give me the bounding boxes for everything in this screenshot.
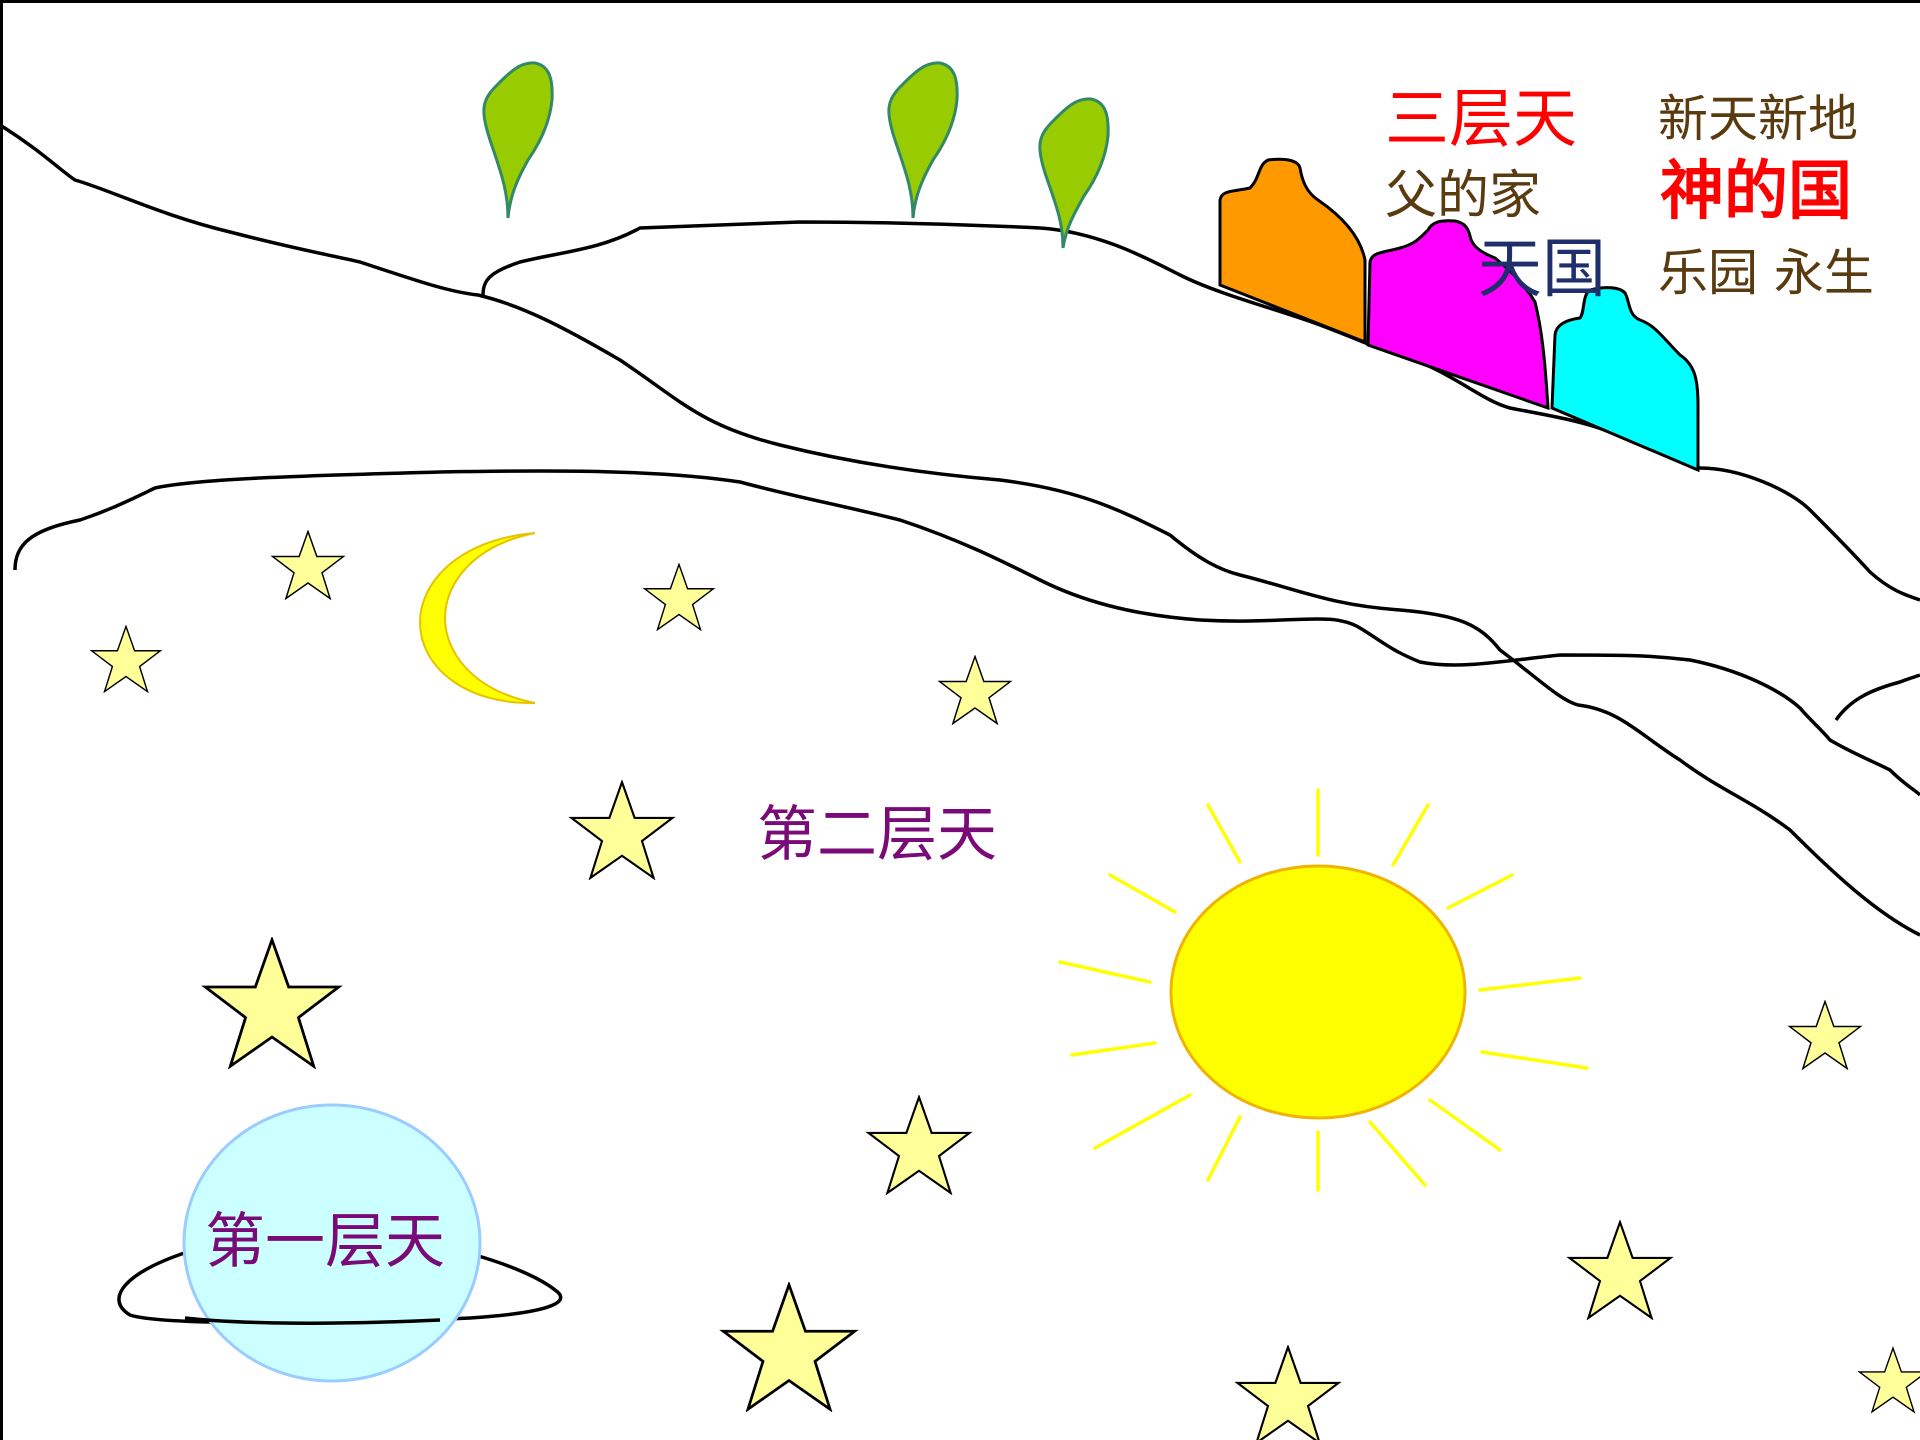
star-icon (1234, 1345, 1342, 1440)
star-icon (642, 563, 716, 631)
heavenly-kingdom-label: 天国 (1478, 233, 1606, 307)
top-border (0, 0, 1920, 3)
star-icon (865, 1095, 973, 1195)
sun-rays (1058, 788, 1589, 1192)
star-icon (1858, 1346, 1920, 1414)
star-icon (719, 1282, 859, 1412)
planet-ring-front (184, 1316, 441, 1325)
third-heaven-label: 三层天 (1385, 83, 1577, 157)
far-right-ridge (1834, 673, 1920, 722)
sun-icon (1169, 864, 1467, 1120)
tree-icon (482, 61, 554, 219)
star-icon (1787, 1000, 1863, 1070)
left-border (0, 0, 3, 1440)
paradise-eternal-life-label: 乐园 永生 (1658, 244, 1874, 302)
crescent-moon-icon (418, 532, 536, 705)
first-heaven-label: 第一层天 (205, 1207, 445, 1277)
tree-icon (887, 61, 959, 219)
star-icon (270, 530, 346, 600)
building-icon (1366, 219, 1550, 411)
kingdom-of-god-label: 神的国 (1660, 155, 1852, 229)
star-icon (89, 625, 163, 693)
star-icon (201, 937, 343, 1069)
planet-icon (182, 1103, 482, 1383)
star-icon (568, 780, 676, 880)
building-icon (1218, 157, 1367, 345)
lower-hill-outline (13, 469, 1920, 797)
building-icon (1550, 286, 1700, 473)
second-heaven-label: 第二层天 (757, 800, 997, 870)
fathers-house-label: 父的家 (1385, 166, 1542, 226)
new-heaven-new-earth-label: 新天新地 (1658, 90, 1858, 148)
star-icon (1566, 1220, 1674, 1320)
tree-icon (1038, 97, 1110, 249)
star-icon (937, 655, 1013, 725)
upper-hill-outline (0, 123, 1920, 937)
